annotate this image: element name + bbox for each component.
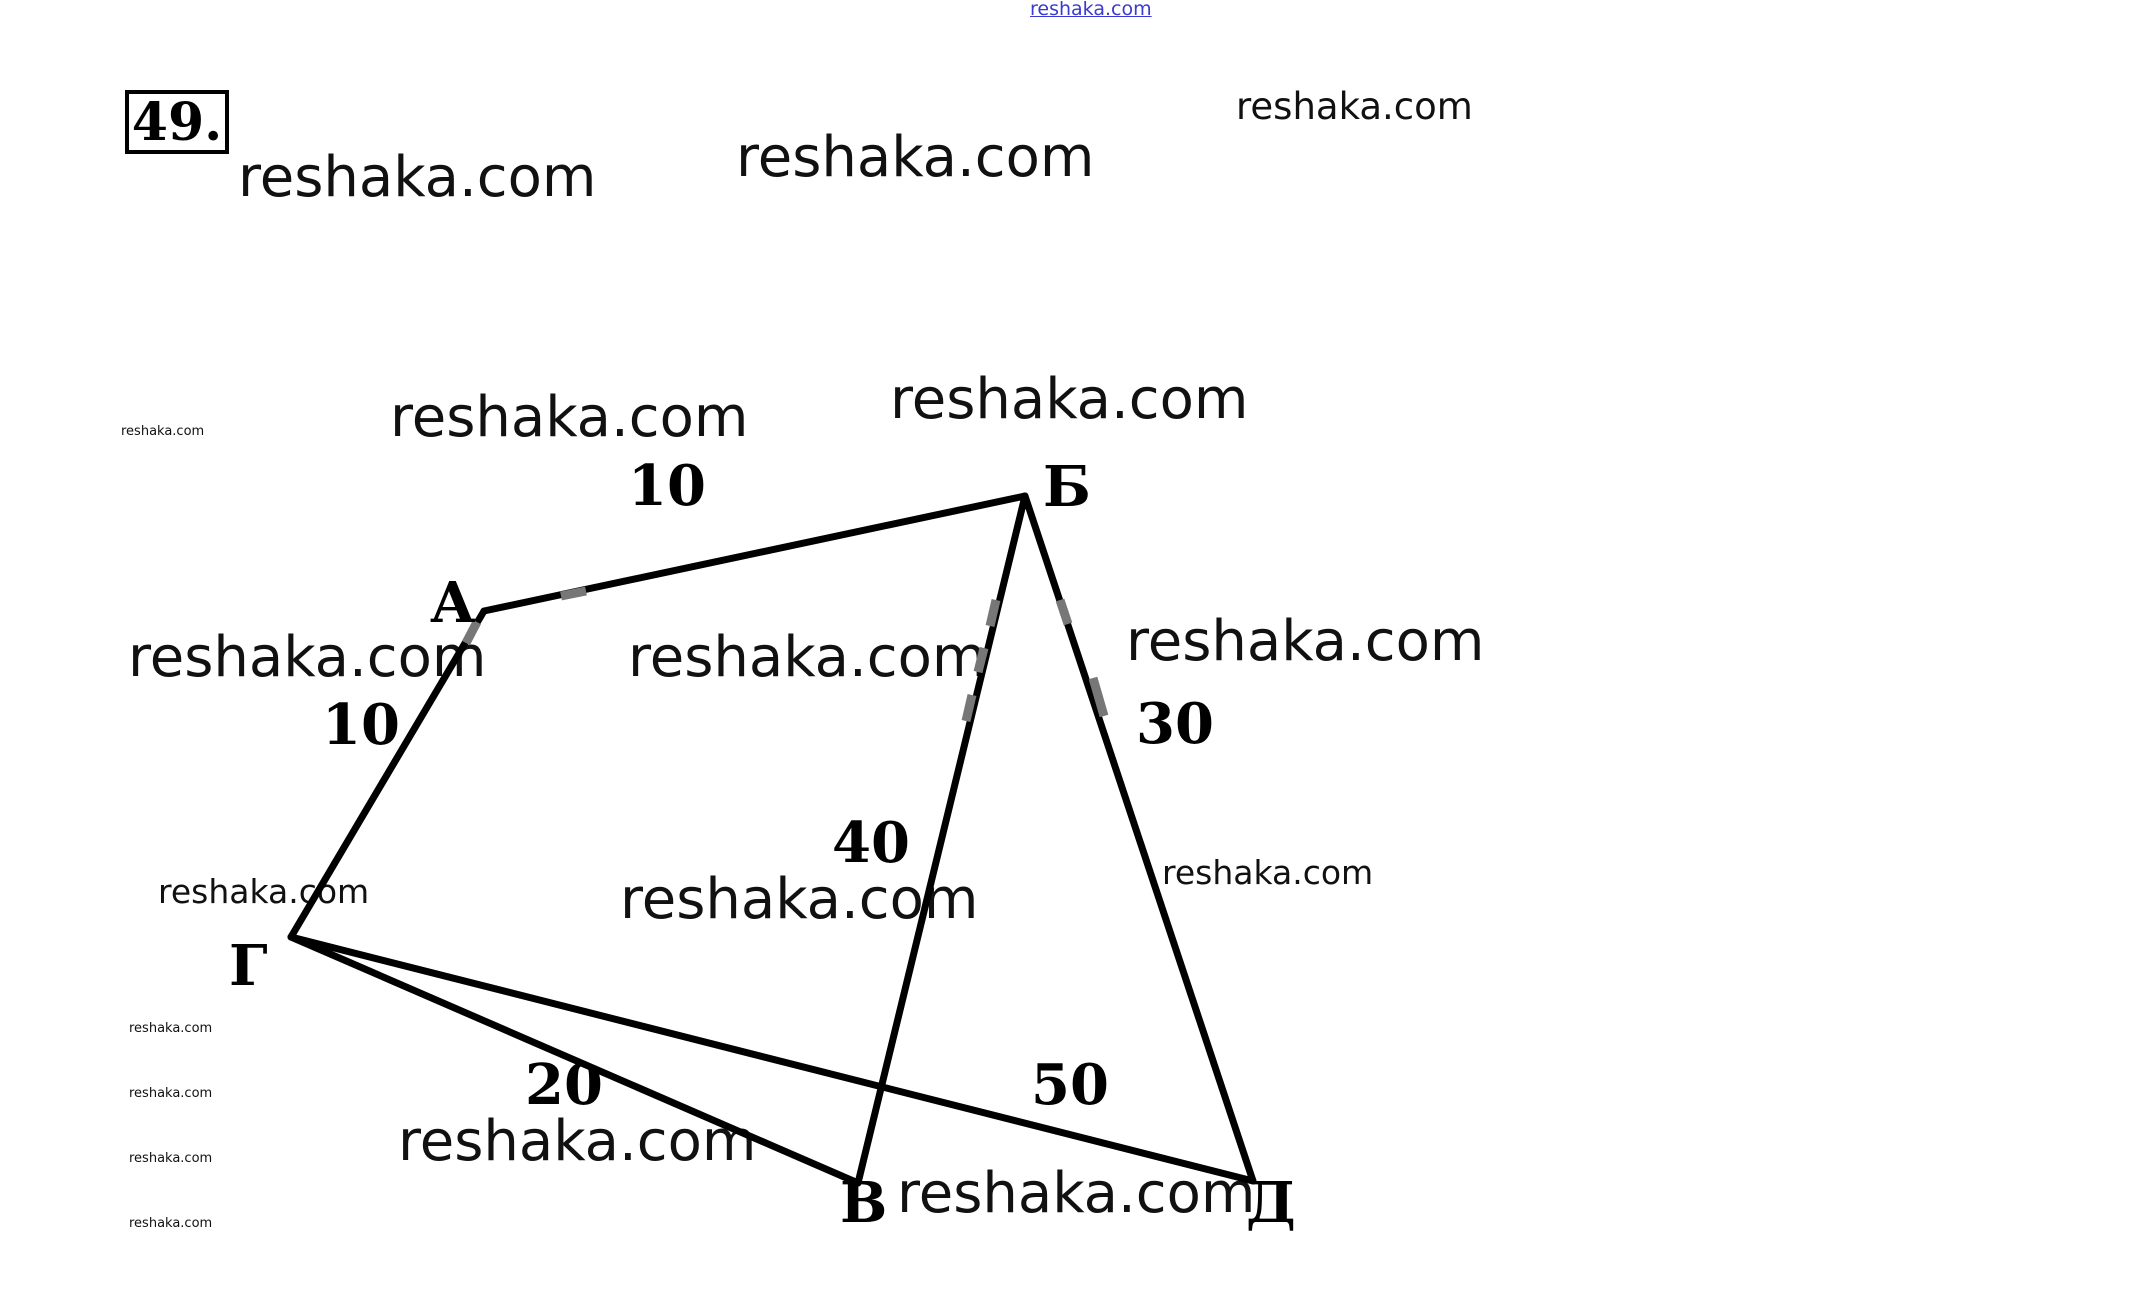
- edge-ag: [287, 607, 488, 941]
- watermark: reshaka.com: [128, 625, 487, 690]
- edge-label-ag: 10: [322, 692, 400, 758]
- vertex-label-a: А: [430, 570, 476, 636]
- vertex-label-b: Б: [1043, 454, 1091, 520]
- watermark: reshaka.com: [121, 424, 205, 439]
- vertex-label-g: Г: [229, 933, 268, 999]
- tick-mark: [1088, 676, 1109, 718]
- vertex-label-d: Д: [1246, 1170, 1296, 1236]
- edge-gv: [287, 933, 862, 1187]
- problem-number: 49.: [125, 90, 229, 154]
- watermark: reshaka.com: [238, 145, 597, 210]
- edge-gd: [287, 933, 1257, 1185]
- edge-label-bv: 40: [832, 810, 910, 876]
- watermark-top[interactable]: reshaka.com: [1030, 0, 1152, 20]
- watermark: reshaka.com: [1126, 609, 1485, 674]
- edge-label-gd: 50: [1031, 1052, 1109, 1118]
- tick-mark: [973, 646, 989, 674]
- vertex-label-v: В: [840, 1170, 887, 1236]
- watermark: reshaka.com: [390, 385, 749, 450]
- watermark: reshaka.com: [129, 1216, 213, 1231]
- edge-label-ab: 10: [628, 453, 706, 519]
- watermark: reshaka.com: [129, 1086, 213, 1101]
- watermark: reshaka.com: [129, 1021, 213, 1036]
- watermark: reshaka.com: [897, 1161, 1256, 1226]
- watermark: reshaka.com: [628, 625, 987, 690]
- watermark: reshaka.com: [620, 867, 979, 932]
- watermark: reshaka.com: [129, 1151, 213, 1166]
- tick-mark: [1055, 598, 1073, 626]
- watermark: reshaka.com: [1162, 853, 1374, 892]
- watermark: reshaka.com: [158, 872, 370, 911]
- edge-label-gv: 20: [525, 1052, 603, 1118]
- watermark: reshaka.com: [1236, 85, 1473, 128]
- watermark: reshaka.com: [736, 125, 1095, 190]
- watermark: reshaka.com: [890, 367, 1249, 432]
- tick-mark: [985, 598, 1001, 628]
- edge-label-bd: 30: [1136, 691, 1214, 757]
- tick-mark: [560, 586, 587, 601]
- tick-mark: [961, 693, 977, 723]
- tick-mark: [462, 619, 481, 646]
- watermark: reshaka.com: [398, 1109, 757, 1174]
